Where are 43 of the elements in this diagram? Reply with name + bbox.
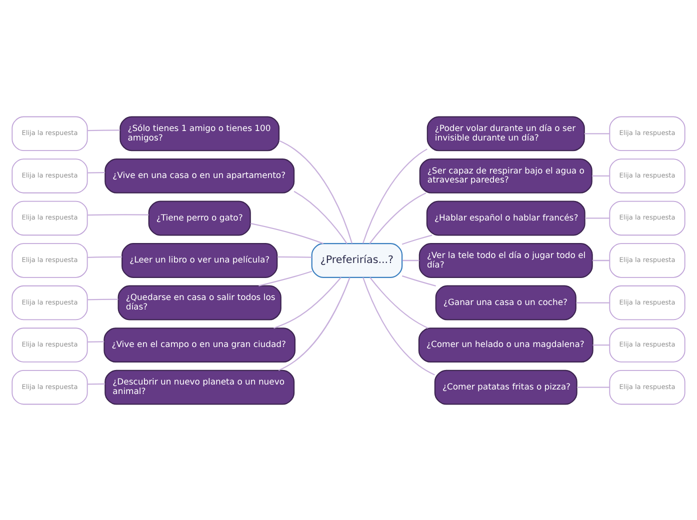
connector xyxy=(88,340,104,342)
connector xyxy=(592,174,610,176)
connector xyxy=(370,276,428,328)
connector xyxy=(369,192,426,244)
connector xyxy=(274,276,342,328)
connector xyxy=(402,259,420,261)
connector xyxy=(576,386,610,388)
node-box: ¿Tiene perro o gato? xyxy=(148,200,251,236)
node-box: ¿Vive en una casa o en un apartamento? xyxy=(104,158,295,193)
connector xyxy=(294,190,348,244)
connector xyxy=(362,276,435,375)
node-box: ¿Preferirías...? xyxy=(311,242,403,278)
connector xyxy=(278,140,353,244)
connector xyxy=(576,302,610,303)
connector xyxy=(258,270,312,286)
node-box: ¿Comer un helado o una magdalena? xyxy=(418,327,594,362)
connector xyxy=(88,382,105,384)
connector xyxy=(250,222,324,244)
node-box: ¿Leer un libro o ver una película? xyxy=(122,242,278,278)
node-box: ¿Ver la tele todo el día o jugar todo el día? xyxy=(418,242,593,278)
node-box: ¿Vive en el campo o en una gran ciudad? xyxy=(104,327,296,362)
connector xyxy=(584,132,610,134)
node-box: ¿Descubrir un nuevo planeta o un nuevo animal? xyxy=(104,369,295,404)
node-box: ¿Ser capaz de respirar bajo el agua o atravesar paredes? xyxy=(419,158,592,193)
node-box: ¿Sólo tienes 1 amigo o tienes 100 amigos? xyxy=(120,116,280,151)
connector xyxy=(592,344,610,346)
node-box: ¿Ganar una casa o un coche? xyxy=(435,284,576,320)
connector xyxy=(88,129,120,131)
connector xyxy=(277,256,312,258)
connector xyxy=(362,148,428,243)
connector xyxy=(88,171,105,173)
connector xyxy=(88,214,149,216)
connector xyxy=(592,259,610,261)
connector xyxy=(88,298,118,300)
node-box: ¿Hablar español o hablar francés? xyxy=(426,200,586,236)
connector xyxy=(278,276,350,370)
node-box: ¿Quedarse en casa o salir todos los días? xyxy=(118,284,282,320)
node-box: ¿Poder volar durante un día o ser invisible durante un día? xyxy=(426,116,585,151)
connector xyxy=(585,217,610,218)
connector xyxy=(402,274,436,286)
connector xyxy=(402,234,432,244)
connector xyxy=(88,256,122,258)
node-box: ¿Comer patatas fritas o pizza? xyxy=(434,369,578,404)
